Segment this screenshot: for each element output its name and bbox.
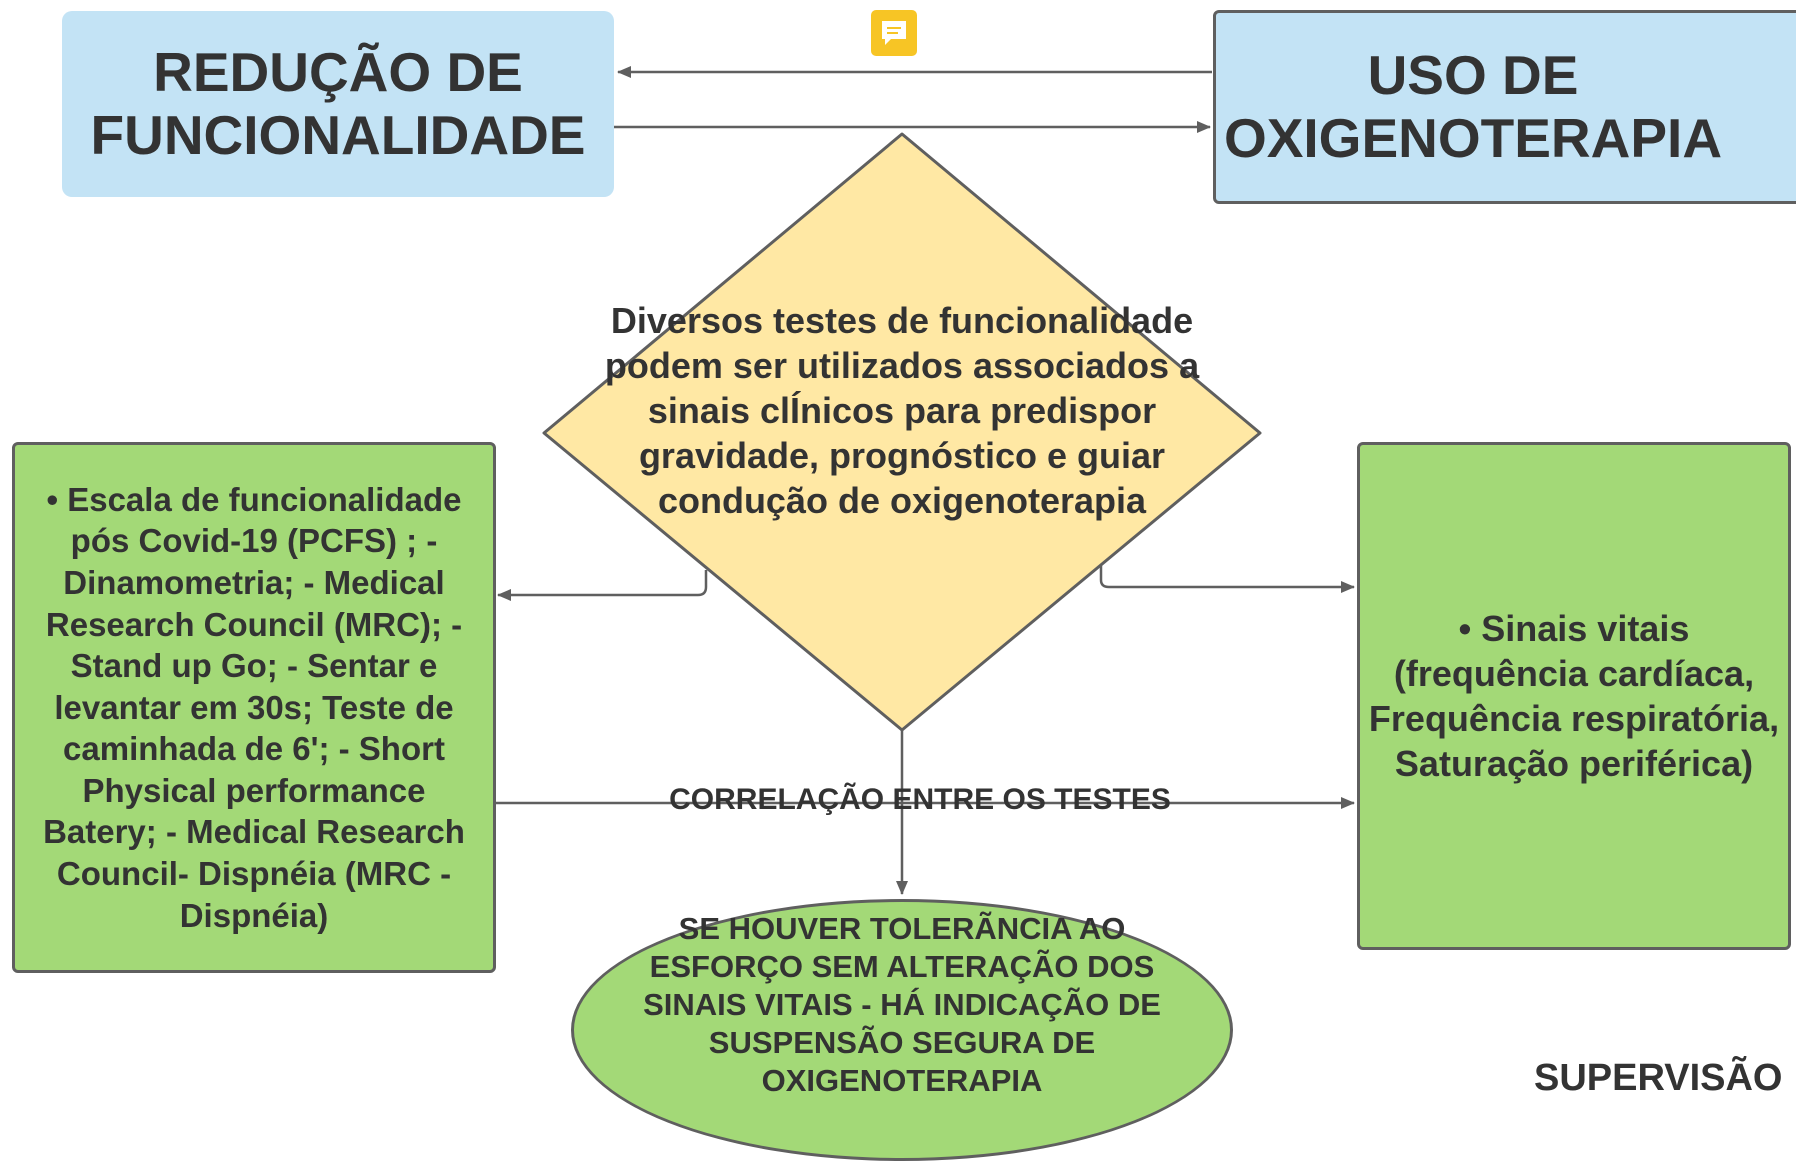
node-diamond-label: Diversos testes de funcionalidade podem … <box>604 299 1200 521</box>
node-sinais-vitais: • Sinais vitais (frequência cardíaca, Fr… <box>1357 442 1791 950</box>
node-suspensao-oxigenoterapia: SE HOUVER TOLERÃNCIA AO ESFORÇO SEM ALTE… <box>571 899 1233 1161</box>
label-supervisao-text: SUPERVISÃO <box>1534 1057 1783 1099</box>
edge-label-correlacao-text: CORRELAÇÃO ENTRE OS TESTES <box>669 783 1171 816</box>
node-uso-label: USO DE OXIGENOTERAPIA <box>1223 44 1723 169</box>
diagram-canvas <box>496 66 1355 895</box>
comment-icon[interactable] <box>871 10 917 56</box>
label-supervisao: SUPERVISÃO <box>1534 1055 1782 1101</box>
edge-diamond-to-right <box>1099 565 1355 593</box>
diamond-text-container: Diversos testes de funcionalidade podem … <box>592 275 1212 545</box>
node-testes-funcionalidade: • Escala de funcionalidade pós Covid-19 … <box>12 442 496 973</box>
node-left-label: • Escala de funcionalidade pós Covid-19 … <box>43 480 465 934</box>
node-oval-label: SE HOUVER TOLERÃNCIA AO ESFORÇO SEM ALTE… <box>643 911 1161 1098</box>
node-reducao-label: REDUÇÃO DE FUNCIONALIDADE <box>90 41 586 166</box>
node-uso-oxigenoterapia: USO DE OXIGENOTERAPIA <box>1213 10 1796 204</box>
edge-diamond-to-left <box>497 570 708 601</box>
edge-label-correlacao: CORRELAÇÃO ENTRE OS TESTES <box>640 780 1200 820</box>
node-right-label: • Sinais vitais (frequência cardíaca, Fr… <box>1368 608 1780 784</box>
node-reducao-funcionalidade: REDUÇÃO DE FUNCIONALIDADE <box>62 11 614 197</box>
